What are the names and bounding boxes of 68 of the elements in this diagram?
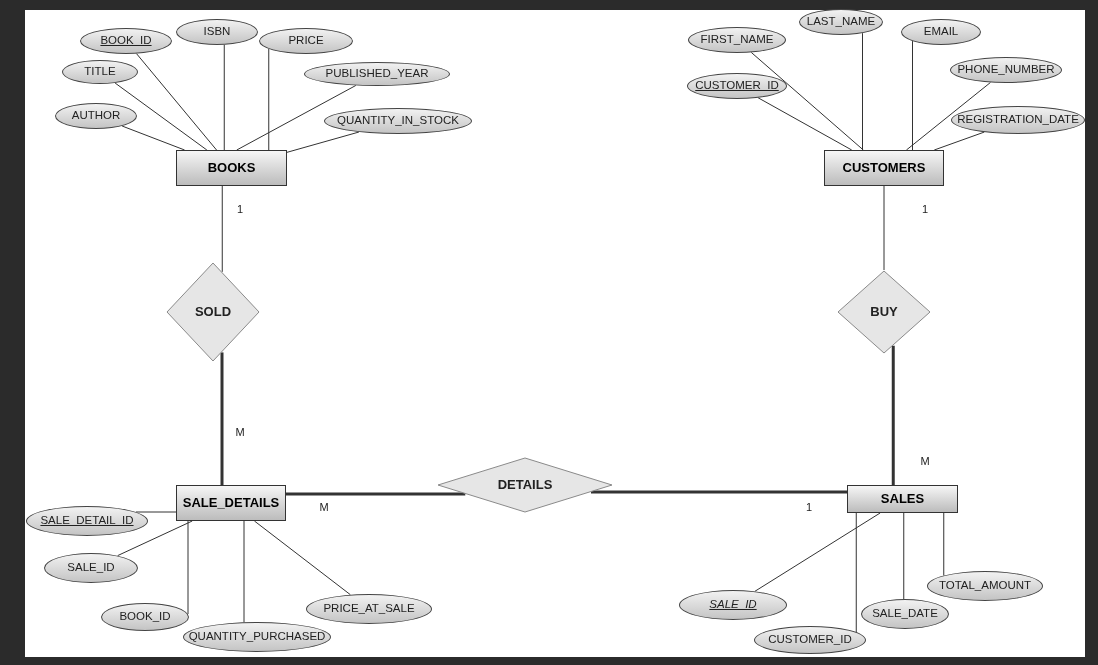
cardinality-label: M [235,424,245,440]
double-participation-line [286,492,466,496]
attribute-name: FIRST_NAME [700,32,774,48]
attribute-name: SALE_DATE [872,606,938,622]
double-participation-line [891,345,895,485]
attribute-name: QUANTITY_PURCHASED [188,629,326,645]
connector-line [121,125,186,151]
attribute-ellipse [176,19,258,45]
connector-line [855,512,857,633]
attribute-name: BOOK_ID [119,609,171,625]
connector-line [268,48,270,151]
attribute-ellipse [26,506,148,536]
key-attribute-name: BOOK_ID [100,33,152,49]
partial-key-attribute-name: SALE_ID [709,597,757,613]
connector-line [236,85,357,151]
entity-name: SALE_DETAILS [182,494,280,513]
attribute-name: TITLE [84,64,116,80]
connector-line [221,185,223,273]
entity-box [847,485,958,513]
attribute-name: EMAIL [923,24,959,40]
attribute-name: PHONE_NUMBER [957,62,1055,78]
relationship-name: DETAILS [497,476,553,495]
connector-line [905,82,991,151]
attribute-name: CUSTOMER_ID [768,632,852,648]
connector-line [136,53,218,151]
double-participation-line [591,490,847,494]
connector-line [117,520,193,557]
entity-name: SALES [880,490,925,509]
key-attribute-name: CUSTOMER_ID [695,78,779,94]
connector-line [243,520,245,623]
attribute-ellipse [951,106,1085,134]
entity-name: BOOKS [207,159,256,178]
connector-line [135,511,177,513]
cardinality-label: 1 [921,201,929,217]
attribute-name: TOTAL_AMOUNT [938,578,1032,594]
connector-line [223,44,225,151]
attribute-ellipse [62,60,138,84]
attribute-name: PRICE [288,33,324,49]
key-attribute-name: SALE_DETAIL_ID [40,513,134,529]
attribute-name: PRICE_AT_SALE [323,601,415,617]
attribute-name: LAST_NAME [806,14,876,30]
entity-box [176,150,287,186]
cardinality-label: M [920,453,930,469]
double-participation-line [220,352,224,485]
connector-line [286,131,360,153]
attribute-name: SALE_ID [67,560,115,576]
cardinality-label: 1 [236,201,244,217]
cardinality-label: 1 [805,499,813,515]
connector-line [943,512,945,576]
attribute-ellipse [101,603,189,631]
cardinality-label: M [319,499,329,515]
connector-line [114,82,208,151]
connector-line [750,51,864,151]
entity-name: CUSTOMERS [842,159,926,178]
attribute-name: QUANTITY_IN_STOCK [337,113,459,129]
entity-box [824,150,944,186]
entity-box [176,485,286,521]
attribute-name: AUTHOR [71,108,121,124]
attribute-name: ISBN [203,24,231,40]
connector-line [903,512,905,600]
relationship-name: BUY [870,303,898,322]
connector-line [883,185,885,271]
relationship-name: SOLD [194,303,232,322]
attribute-name: PUBLISHED_YEAR [325,66,429,82]
attribute-ellipse [259,28,353,54]
connector-line [912,40,913,151]
connector-line [253,520,351,596]
attribute-name: REGISTRATION_DATE [957,112,1079,128]
